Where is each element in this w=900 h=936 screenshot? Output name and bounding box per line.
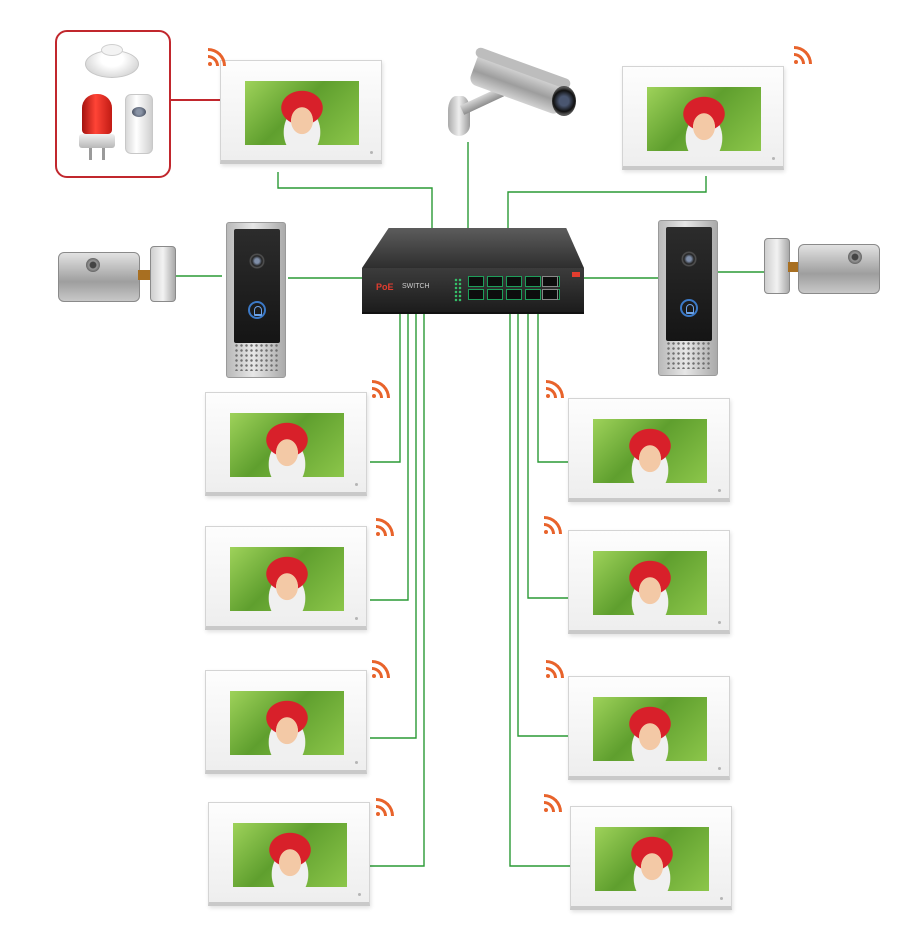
indoor-monitor-left-1 [205,392,367,496]
alarm-sensor-panel [55,30,171,178]
wifi-icon [372,660,390,678]
indoor-monitor-right-2 [568,530,730,634]
monitor-screen [245,81,359,145]
switch-port [506,289,522,300]
wire-right-monitor-4 [509,312,570,867]
wire-right-monitor-2 [527,312,570,599]
wifi-icon [376,798,394,816]
wire-left-monitor-3 [370,312,417,739]
uplink-port [542,289,558,300]
door-camera-icon [681,251,697,267]
monitor-screen [593,551,707,615]
wifi-icon [372,380,390,398]
electric-lock-left-icon [58,246,176,302]
monitor-screen [593,697,707,761]
pir-sensor-icon [125,94,153,154]
switch-brand-label: PoE [376,282,394,292]
speaker-grille [234,343,280,371]
uplink-port [542,276,558,287]
bell-icon [680,299,698,317]
wifi-icon [794,46,812,64]
indoor-monitor-right-1 [568,398,730,502]
wifi-icon [544,516,562,534]
cctv-camera-icon [442,40,576,144]
indoor-monitor-left-3 [205,670,367,774]
indoor-monitor-top-left [220,60,382,164]
indoor-monitor-left-2 [205,526,367,630]
monitor-screen [230,413,344,477]
wifi-icon [546,660,564,678]
wire-left-monitor-4 [370,312,425,867]
monitor-screen [647,87,761,151]
poe-switch: PoE SWITCH [362,228,584,314]
indoor-monitor-right-4 [570,806,732,910]
smoke-detector-icon [85,44,139,80]
monitor-screen [230,547,344,611]
switch-port [487,276,503,287]
indoor-monitor-top-right [622,66,784,170]
monitor-screen [593,419,707,483]
wifi-icon [546,380,564,398]
switch-status-leds [454,278,462,302]
indoor-monitor-left-4 [208,802,370,906]
wire-right-monitor-3 [517,312,570,737]
switch-uplink-ports [542,276,558,300]
monitor-screen [595,827,709,891]
switch-power-indicator [572,272,580,277]
wifi-icon [208,48,226,66]
switch-port [468,276,484,287]
wire-top-right-monitor [507,176,707,228]
switch-port [525,276,541,287]
wifi-icon [376,518,394,536]
switch-port [506,276,522,287]
speaker-grille [666,341,712,369]
switch-model-label: SWITCH [402,283,430,290]
strobe-siren-icon [79,94,115,160]
wire-right-monitor-1 [537,312,570,463]
wire-left-monitor-2 [370,312,409,601]
bell-icon [248,301,266,319]
switch-port [525,289,541,300]
monitor-screen [230,691,344,755]
indoor-monitor-right-3 [568,676,730,780]
wire-top-left-monitor [277,172,433,228]
electric-lock-right-icon [764,238,882,294]
wifi-icon [544,794,562,812]
switch-port [487,289,503,300]
door-camera-icon [249,253,265,269]
wire-left-monitor-1 [370,312,401,463]
switch-port [468,289,484,300]
door-station-left [226,222,286,378]
door-station-right [658,220,718,376]
monitor-screen [233,823,347,887]
